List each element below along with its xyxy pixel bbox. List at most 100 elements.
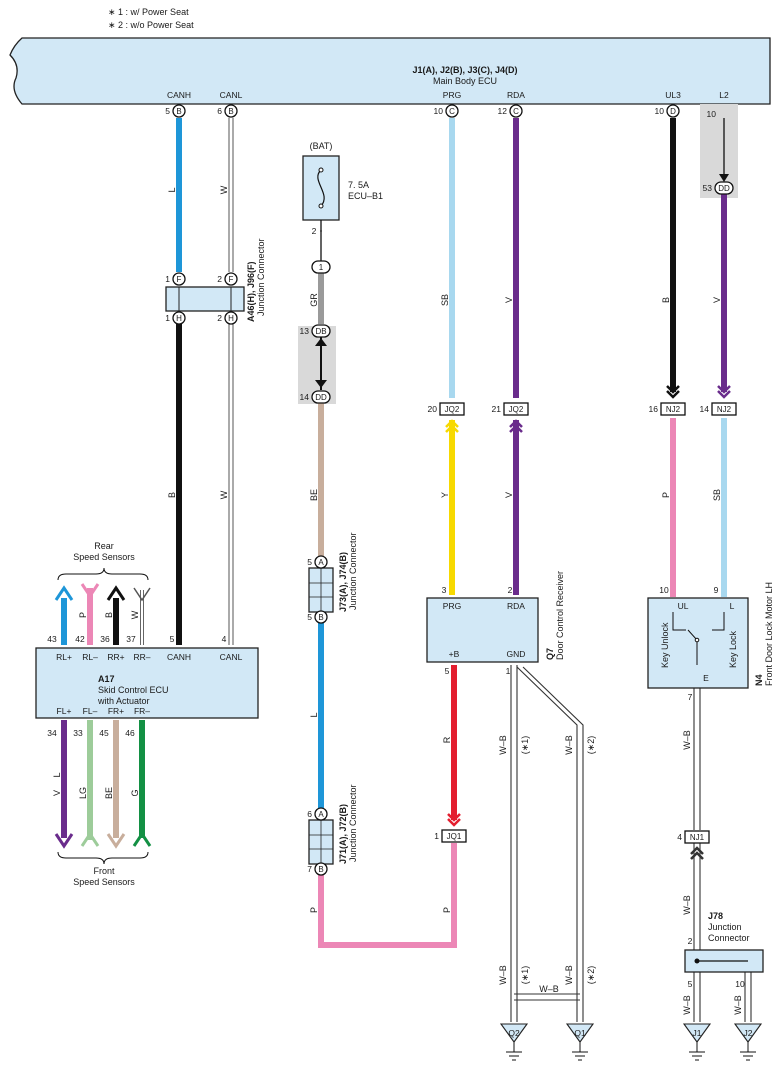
fuse-rating: 7. 5A (348, 180, 369, 190)
j78-pin-10: 10 (735, 979, 745, 989)
svg-text:NJ2: NJ2 (717, 405, 732, 414)
badge-db: DB 13 (300, 324, 331, 338)
svg-text:C: C (513, 107, 519, 116)
wire-label-sb2: SB (712, 489, 722, 501)
svg-text:2: 2 (217, 274, 222, 284)
svg-text:7: 7 (307, 864, 312, 874)
receiver-num-1: 1 (506, 666, 511, 676)
skid-num-46: 46 (125, 728, 135, 738)
wire-label-fl-plus: V (52, 790, 62, 796)
svg-text:JQ2: JQ2 (509, 405, 524, 414)
ecu-badge-prg: C10 (434, 104, 459, 118)
ecu-num-l2: 10 (707, 109, 717, 119)
motor-pin-ul: UL (678, 601, 689, 611)
svg-text:A: A (318, 558, 324, 567)
svg-text:12: 12 (498, 106, 508, 116)
motor-num-10: 10 (659, 585, 669, 595)
svg-text:D: D (670, 107, 676, 116)
skid-pin-fl-minus: FL– (83, 706, 98, 716)
skid-name-2: with Actuator (97, 696, 150, 706)
wire-label-canl2: W (219, 490, 229, 499)
svg-text:NJ2: NJ2 (666, 405, 681, 414)
wire-label-wb9: W–B (733, 995, 743, 1015)
motor-switch-icon (672, 612, 725, 665)
skid-num-34: 34 (47, 728, 57, 738)
a46-badge-1h: H1 (165, 311, 186, 325)
wire-label-y: Y (440, 492, 450, 498)
svg-text:1: 1 (434, 831, 439, 841)
fuse-pin: 2 (312, 226, 317, 236)
wire-wb-gnd (510, 665, 752, 1022)
skid-pin-fr-plus: FR+ (108, 706, 124, 716)
wire-label-rr-minus: W (130, 610, 140, 619)
front-label-2: Speed Sensors (73, 877, 135, 887)
svg-text:B: B (176, 107, 181, 116)
svg-text:B: B (318, 865, 323, 874)
j73-badge-top: A5 (307, 555, 328, 569)
svg-text:10: 10 (655, 106, 665, 116)
wire-label-p: P (309, 907, 319, 913)
svg-text:H: H (176, 314, 182, 323)
j73-badge-bottom: B5 (307, 610, 328, 624)
svg-text:6: 6 (307, 809, 312, 819)
arrow-db (315, 338, 327, 346)
svg-text:13: 13 (300, 326, 310, 336)
j78-subtitle-1: Junction (708, 922, 742, 932)
fuse-name: ECU–B1 (348, 191, 383, 201)
svg-text:DD: DD (315, 393, 327, 402)
arrow-l2 (719, 174, 729, 182)
skid-id: A17 (98, 674, 115, 684)
skid-pin-fr-minus: FR– (134, 706, 150, 716)
wire-p (318, 843, 457, 948)
j73-subtitle: Junction Connector (348, 532, 358, 610)
svg-text:53: 53 (703, 183, 713, 193)
front-brace (57, 851, 149, 865)
svg-text:JQ2: JQ2 (445, 405, 460, 414)
a46-badge-2h: H2 (217, 311, 238, 325)
svg-text:A: A (318, 810, 324, 819)
receiver-num-5: 5 (445, 666, 450, 676)
receiver-name: Door Control Receiver (555, 571, 565, 660)
svg-text:5: 5 (307, 612, 312, 622)
ecu-subtitle: Main Body ECU (433, 76, 497, 86)
svg-text:1: 1 (319, 263, 324, 272)
wire-label-canl: W (219, 185, 229, 194)
receiver-num-2: 2 (508, 585, 513, 595)
svg-text:DB: DB (315, 327, 326, 336)
ground-j1-label: J1 (693, 1028, 702, 1038)
fuse-terminal-bottom (318, 203, 324, 209)
ecu-badge-ul3: D 10 (655, 104, 680, 118)
front-label-1: Front (93, 866, 115, 876)
sensor-arrowheads (54, 583, 152, 849)
a46-badge-2f: F2 (217, 272, 238, 286)
wire-label-v1: V (504, 297, 514, 303)
svg-text:H: H (228, 314, 234, 323)
wire-label-wb3: W–B (498, 965, 508, 985)
receiver-id: Q7 (545, 648, 555, 660)
svg-text:16: 16 (649, 404, 659, 414)
note-1: ∗ 1 : w/ Power Seat (108, 7, 189, 17)
motor-num-7: 7 (688, 692, 693, 702)
skid-num-37: 37 (126, 634, 136, 644)
wire-label-p2: P (442, 907, 452, 913)
svg-text:4: 4 (677, 832, 682, 842)
ecu-pin-l2: L2 (719, 90, 729, 100)
receiver-pin-b: +B (449, 649, 460, 659)
wire-label-fr-plus: BE (104, 787, 114, 799)
note-2: ∗ 2 : w/o Power Seat (108, 20, 194, 30)
wire-label-wb8: W–B (682, 995, 692, 1015)
skid-num-43: 43 (47, 634, 57, 644)
j71-title: J71(A), J72(B) (338, 804, 348, 864)
j71-badge-bottom: B7 (307, 862, 328, 876)
motor-num-9: 9 (714, 585, 719, 595)
svg-text:C: C (449, 107, 455, 116)
j73-grid (309, 568, 333, 612)
ecu-title: J1(A), J2(B), J3(C), J4(D) (412, 65, 517, 75)
skid-pin-rl-plus: RL+ (56, 652, 72, 662)
motor-key-lock: Key Lock (728, 630, 738, 668)
svg-text:B: B (228, 107, 233, 116)
receiver-box (426, 597, 539, 663)
